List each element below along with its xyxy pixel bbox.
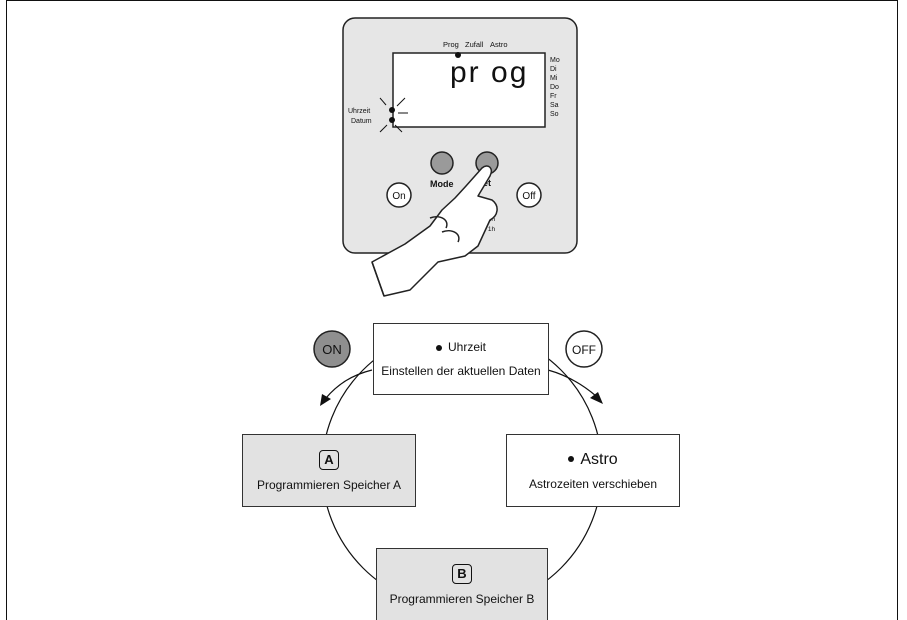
uhrzeit-bullet-icon [435,344,442,351]
speicher-a-text: Programmieren Speicher A [256,477,402,492]
arrow-left-head [320,394,331,406]
on-circle [313,330,351,368]
off-circle-label: OFF [572,343,596,357]
label-astro: Astro [490,40,508,49]
astro-title: Astro [580,450,618,468]
on-button [386,182,412,208]
display-text: pr og [450,56,528,89]
day-label: Mo [550,57,560,64]
astro-bullet-icon [568,456,575,463]
mode-button-label: Mode [430,179,454,189]
mode-button-shape [430,151,454,175]
day-label: So [550,111,559,118]
state-speicher-a-box: A Programmieren Speicher A [242,434,416,507]
day-label: Sa [550,102,559,109]
state-astro-box: Astro Astrozeiten verschieben [506,434,680,507]
day-label: Do [550,84,559,91]
off-circle [565,330,603,368]
arrow-right-head [590,392,603,404]
state-speicher-b-box: B Programmieren Speicher B [376,548,548,620]
astro-text: Astrozeiten verschieben [528,476,658,491]
day-label: Mi [550,75,558,82]
datum-dot [389,117,395,123]
day-labels: Mo Di Mi Do Fr Sa So [550,57,560,118]
badge-a: A [319,449,339,470]
off-button [516,182,542,208]
speicher-b-text: Programmieren Speicher B [389,591,535,606]
on-button-label: On [392,191,405,202]
badge-b: B [452,563,472,584]
arrow-left [325,369,373,399]
label-zufall: Zufall [465,40,484,49]
lcd-screen [392,52,546,128]
off-button-label: Off [522,191,535,202]
figure-frame [6,0,898,620]
uhrzeit-text: Einstellen der aktuellen Daten [381,364,541,378]
state-uhrzeit-box: Uhrzeit Einstellen der aktuellen Daten [373,323,549,395]
blink-rays-icon [379,97,408,133]
arrow-right [547,369,597,397]
label-datum: Datum [351,118,372,125]
pressing-hand-icon [371,165,498,297]
on-circle-label: ON [322,342,342,357]
uhrzeit-blink-dot [389,107,395,113]
prog-indicator-dot [455,52,461,58]
label-uhrzeit: Uhrzeit [348,108,370,115]
uhrzeit-title: Uhrzeit [447,340,486,354]
day-label: Di [550,66,557,73]
day-label: Fr [550,93,557,100]
label-prog: Prog [443,40,459,49]
